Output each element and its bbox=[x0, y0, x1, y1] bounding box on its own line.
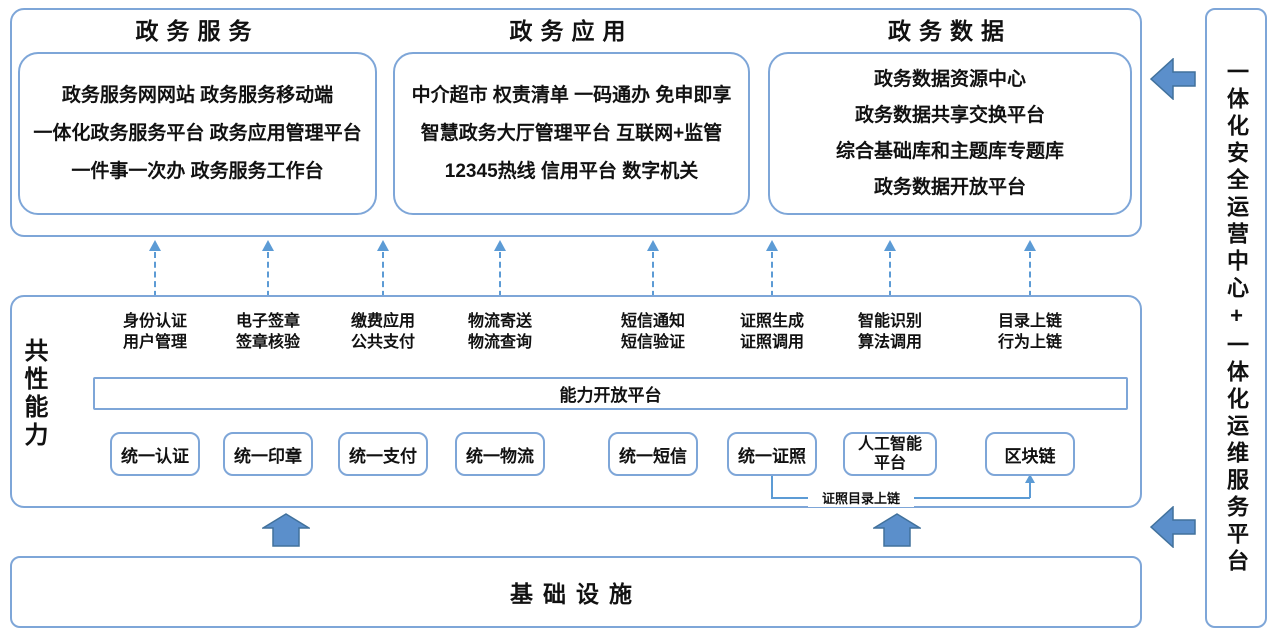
connector-line-vertical-left bbox=[771, 476, 773, 498]
services-line-1: 政务服务网网站 政务服务移动端 bbox=[61, 84, 334, 106]
left-arrow-icon bbox=[1150, 58, 1196, 100]
up-arrow-icon bbox=[262, 513, 310, 547]
section-title-applications: 政务应用 bbox=[509, 18, 634, 44]
data-line-4: 政务数据开放平台 bbox=[873, 176, 1026, 198]
section-title-data: 政务数据 bbox=[888, 18, 1012, 44]
services-line-3: 一件事一次办 政务服务工作台 bbox=[71, 160, 324, 182]
blockchain-box: 区块链 bbox=[985, 432, 1075, 476]
applications-line-1: 中介超市 权责清单 一码通办 免申即享 bbox=[411, 84, 732, 106]
unified-auth-box: 统一认证 bbox=[110, 432, 200, 476]
cap-label-signature: 电子签章 签章核验 bbox=[213, 311, 323, 353]
unified-logistics-box: 统一物流 bbox=[455, 432, 545, 476]
applications-line-2: 智慧政务大厅管理平台 互联网+监管 bbox=[420, 122, 723, 144]
connector-label: 证照目录上链 bbox=[808, 488, 914, 507]
cap-label-payment: 缴费应用 公共支付 bbox=[328, 311, 438, 353]
cap-label-logistics: 物流寄送 物流查询 bbox=[445, 311, 555, 353]
right-vertical-bar-label: 一体化安全运营中心+一体化运维服务平台 bbox=[1224, 60, 1249, 576]
ai-platform-box: 人工智能平台 bbox=[843, 432, 937, 476]
cap-label-license: 证照生成 证照调用 bbox=[717, 311, 827, 353]
connector-up-arrowhead-icon bbox=[1025, 474, 1035, 483]
data-line-3: 综合基础库和主题库专题库 bbox=[835, 140, 1064, 162]
up-arrow-icon bbox=[873, 513, 921, 547]
connector-line-vertical-right bbox=[1029, 482, 1031, 498]
unified-license-box: 统一证照 bbox=[727, 432, 817, 476]
section-title-services: 政务服务 bbox=[135, 18, 260, 44]
unified-sms-box: 统一短信 bbox=[608, 432, 698, 476]
unified-seal-box: 统一印章 bbox=[223, 432, 313, 476]
common-capabilities-label: 共性能力 bbox=[20, 338, 47, 450]
applications-line-3: 12345热线 信用平台 数字机关 bbox=[444, 160, 699, 182]
services-box: 政务服务网网站 政务服务移动端 一体化政务服务平台 政务应用管理平台 一件事一次… bbox=[18, 52, 377, 215]
unified-payment-box: 统一支付 bbox=[338, 432, 428, 476]
applications-box: 中介超市 权责清单 一码通办 免申即享 智慧政务大厅管理平台 互联网+监管 12… bbox=[393, 52, 750, 215]
data-box: 政务数据资源中心 政务数据共享交换平台 综合基础库和主题库专题库 政务数据开放平… bbox=[768, 52, 1132, 215]
cap-label-identity: 身份认证 用户管理 bbox=[100, 311, 210, 353]
capability-open-platform-bar: 能力开放平台 bbox=[93, 377, 1128, 410]
cap-label-ai: 智能识别 算法调用 bbox=[835, 311, 945, 353]
infrastructure-label: 基础设施 bbox=[510, 581, 642, 607]
cap-label-sms: 短信通知 短信验证 bbox=[598, 311, 708, 353]
services-line-2: 一体化政务服务平台 政务应用管理平台 bbox=[33, 122, 362, 144]
capability-open-platform-label: 能力开放平台 bbox=[559, 386, 662, 405]
cap-label-blockchain: 目录上链 行为上链 bbox=[975, 311, 1085, 353]
left-arrow-icon bbox=[1150, 506, 1196, 548]
infrastructure-box: 基础设施 bbox=[10, 556, 1142, 628]
data-line-1: 政务数据资源中心 bbox=[873, 68, 1026, 90]
data-line-2: 政务数据共享交换平台 bbox=[854, 104, 1045, 126]
right-vertical-bar: 一体化安全运营中心+一体化运维服务平台 bbox=[1205, 8, 1267, 628]
